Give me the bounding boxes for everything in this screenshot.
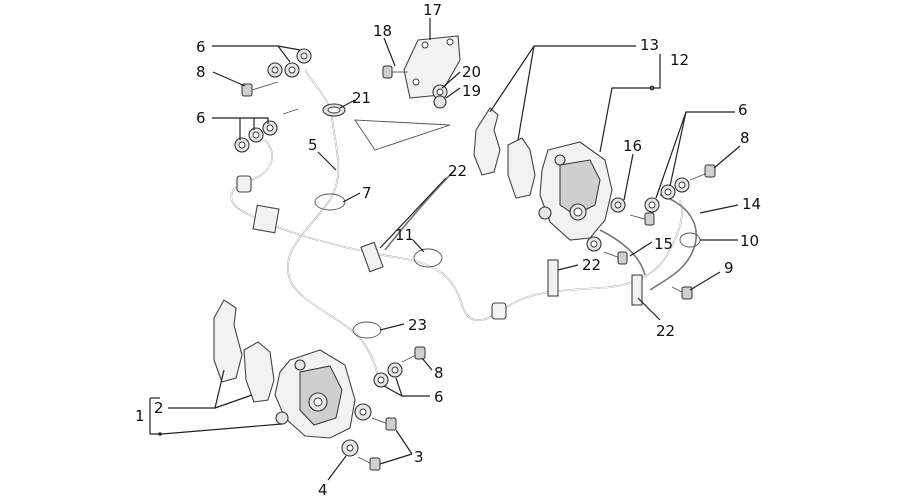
label-13: 13 <box>640 36 659 54</box>
hose-guide-left <box>252 204 280 234</box>
bracket-17 <box>354 35 461 151</box>
brake-hoses <box>230 69 697 386</box>
part-number-labels: 17 18 6 8 20 19 21 6 5 7 22 11 13 12 6 8… <box>135 1 761 498</box>
brake-pad-right-1 <box>473 107 501 176</box>
clamps <box>236 103 701 339</box>
label-2: 2 <box>154 399 164 417</box>
label-6-upper-left: 6 <box>196 38 206 56</box>
label-18: 18 <box>373 22 392 40</box>
label-21: 21 <box>352 89 371 107</box>
label-11: 11 <box>395 226 414 244</box>
label-22-center: 22 <box>448 162 467 180</box>
label-8-upper-left: 8 <box>196 63 206 81</box>
bracket-22-lower <box>631 274 643 306</box>
right-caliper-assembly <box>473 107 613 241</box>
caliper-left-bleeder <box>294 359 306 371</box>
washers-6-right <box>644 177 690 213</box>
clamp-23 <box>352 321 382 339</box>
bracket-17-hole-3 <box>412 78 420 86</box>
bolt-8-lower <box>373 346 426 388</box>
leader-lines <box>149 18 741 481</box>
label-9: 9 <box>724 259 734 277</box>
brake-pad-left-2 <box>243 341 275 403</box>
left-caliper-assembly <box>213 299 356 439</box>
label-6-lower: 6 <box>434 388 444 406</box>
label-4: 4 <box>318 481 328 498</box>
label-16: 16 <box>623 137 642 155</box>
bracket-22-center <box>360 241 384 273</box>
bracket-22-right <box>547 259 559 297</box>
brake-pad-left-1 <box>213 299 243 383</box>
washers-6-middle-left <box>234 120 278 153</box>
label-22-right: 22 <box>582 256 601 274</box>
clamp-21-hole <box>327 106 341 114</box>
bolt-15 <box>586 236 628 265</box>
clamp-7 <box>314 193 346 211</box>
bracket-17-plate <box>403 35 461 99</box>
hose-left-inner <box>230 139 683 321</box>
nut-19-20 <box>432 84 448 109</box>
label-1: 1 <box>135 407 145 425</box>
bolt-left-banjo <box>282 108 299 115</box>
label-12: 12 <box>670 51 689 69</box>
bolt-8-upper-left <box>241 62 283 97</box>
label-3: 3 <box>414 448 424 466</box>
bolt-16 <box>610 197 655 226</box>
clamp-10 <box>679 232 701 248</box>
label-20: 20 <box>462 63 481 81</box>
label-23: 23 <box>408 316 427 334</box>
hose-to-right-caliper <box>599 229 646 276</box>
fasteners <box>234 48 716 471</box>
label-6-right: 6 <box>738 101 748 119</box>
caliper-left-mount <box>275 411 289 425</box>
bolt-8-right <box>689 164 716 181</box>
caliper-right-detail <box>559 159 601 216</box>
label-8-right: 8 <box>740 129 750 147</box>
label-5: 5 <box>308 136 318 154</box>
bolt-9 <box>671 286 693 300</box>
label-7: 7 <box>362 184 372 202</box>
caliper-right-bleeder <box>554 154 566 166</box>
caliper-left-piston-hole <box>313 397 323 407</box>
hose-5-inner <box>287 69 381 386</box>
hose-14 <box>649 194 697 291</box>
washers-6-upper <box>284 48 312 78</box>
bracket-17-hole-1 <box>421 41 429 49</box>
caliper-right-mount <box>538 206 552 220</box>
label-14: 14 <box>742 195 761 213</box>
hose-guide-mid <box>491 302 507 320</box>
reference-arrow-plate <box>354 119 451 151</box>
label-22-lower: 22 <box>656 322 675 340</box>
bolt-18 <box>382 65 408 79</box>
hose-guide-left2 <box>236 175 252 193</box>
label-10: 10 <box>740 232 759 250</box>
label-6-middle-left: 6 <box>196 109 206 127</box>
label-15: 15 <box>654 235 673 253</box>
hose-22-upper <box>384 169 456 251</box>
label-19: 19 <box>462 82 481 100</box>
caliper-right-piston-hole <box>573 207 583 217</box>
label-17: 17 <box>423 1 442 19</box>
label-8-lower: 8 <box>434 364 444 382</box>
brake-pad-right-2 <box>507 137 536 199</box>
bolts-3 <box>341 403 397 471</box>
clamp-11 <box>413 248 443 268</box>
bracket-17-hole-2 <box>446 38 454 46</box>
